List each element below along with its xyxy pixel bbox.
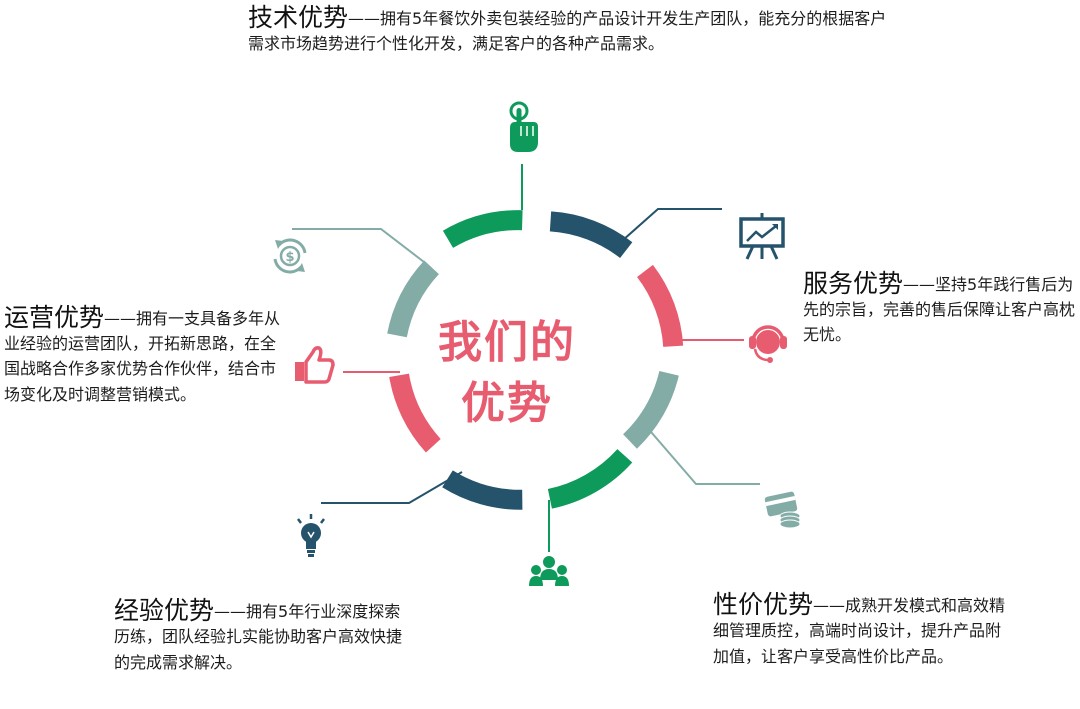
experience-advantage-dash: —— [214,602,247,621]
pointing-hand-icon [509,101,538,152]
ring-segment-green-top [442,210,523,249]
price-advantage-text: 成熟开发模式和高效精细管理质控，高端时尚设计，提升产品附加值，让客户享受高性价比… [713,596,1006,666]
connector-dollar [292,228,425,263]
connector-lightbulb [321,471,463,504]
price-advantage: 性价优势——成熟开发模式和高效精细管理质控，高端时尚设计，提升产品附加值，让客户… [713,592,1013,669]
experience-advantage-text: 拥有5年行业深度探索历练，团队经验扎实能协助客户高效快捷的完成需求解决。 [114,602,403,672]
price-advantage-title: 性价优势 [713,590,814,619]
tech-advantage: 技术优势——拥有5年餐饮外卖包装经验的产品设计开发生产团队，能充分的根据客户需求… [248,3,888,56]
connectors [292,164,760,552]
svg-text:$: $ [285,250,294,265]
tech-advantage-title: 技术优势 [248,3,349,32]
thumbs-up-icon [295,346,335,384]
connector-presentation [613,208,722,249]
team-people-icon [529,556,569,586]
operation-advantage: 运营优势——拥有一支具备多年从业经验的运营团队，开拓新思路，在全国战略合作多家优… [4,305,286,407]
card-coins-icon [764,491,801,529]
lightbulb-icon [297,514,325,557]
service-advantage-dash: —— [903,275,936,294]
experience-advantage: 经验优势——拥有5年行业深度探索历练，团队经验扎实能协助客户高效快捷的完成需求解… [114,598,414,675]
dollar-cycle-icon: $ [273,238,307,274]
ring-segment-teal-left [387,260,440,338]
ring-segment-teal-right [622,370,679,449]
operation-advantage-text: 拥有一支具备多年从业经验的运营团队，开拓新思路，在全国战略合作多家优势合作伙伴，… [4,309,281,404]
ring-segment-navy-bottom [442,470,523,510]
ring-segment-green-bottom [547,448,633,509]
operation-advantage-dash: —— [104,309,137,328]
service-advantage-title: 服务优势 [803,269,904,298]
price-advantage-dash: —— [813,596,846,615]
operation-advantage-title: 运营优势 [4,303,105,332]
presentation-chart-icon [739,213,785,260]
ring-segment-red-right [636,264,684,348]
tech-advantage-dash: —— [348,9,381,28]
experience-advantage-title: 经验优势 [114,596,215,625]
service-advantage-text: 坚持5年践行售后为先的宗旨，完善的售后保障让客户高枕无忧。 [803,275,1076,345]
headset-icon [749,325,787,363]
connector-price [644,424,760,485]
ring-segment-navy-top [549,211,633,259]
service-advantage: 服务优势——坚持5年践行售后为先的宗旨，完善的售后保障让客户高枕无忧。 [803,271,1079,348]
center-title-line1: 我们的 [438,317,576,368]
ring-segment-red-left [389,373,441,453]
tech-advantage-text: 拥有5年餐饮外卖包装经验的产品设计开发生产团队，能充分的根据客户需求市场趋势进行… [248,9,887,53]
center-title-line2: 优势 [461,378,553,429]
ring [387,210,684,510]
